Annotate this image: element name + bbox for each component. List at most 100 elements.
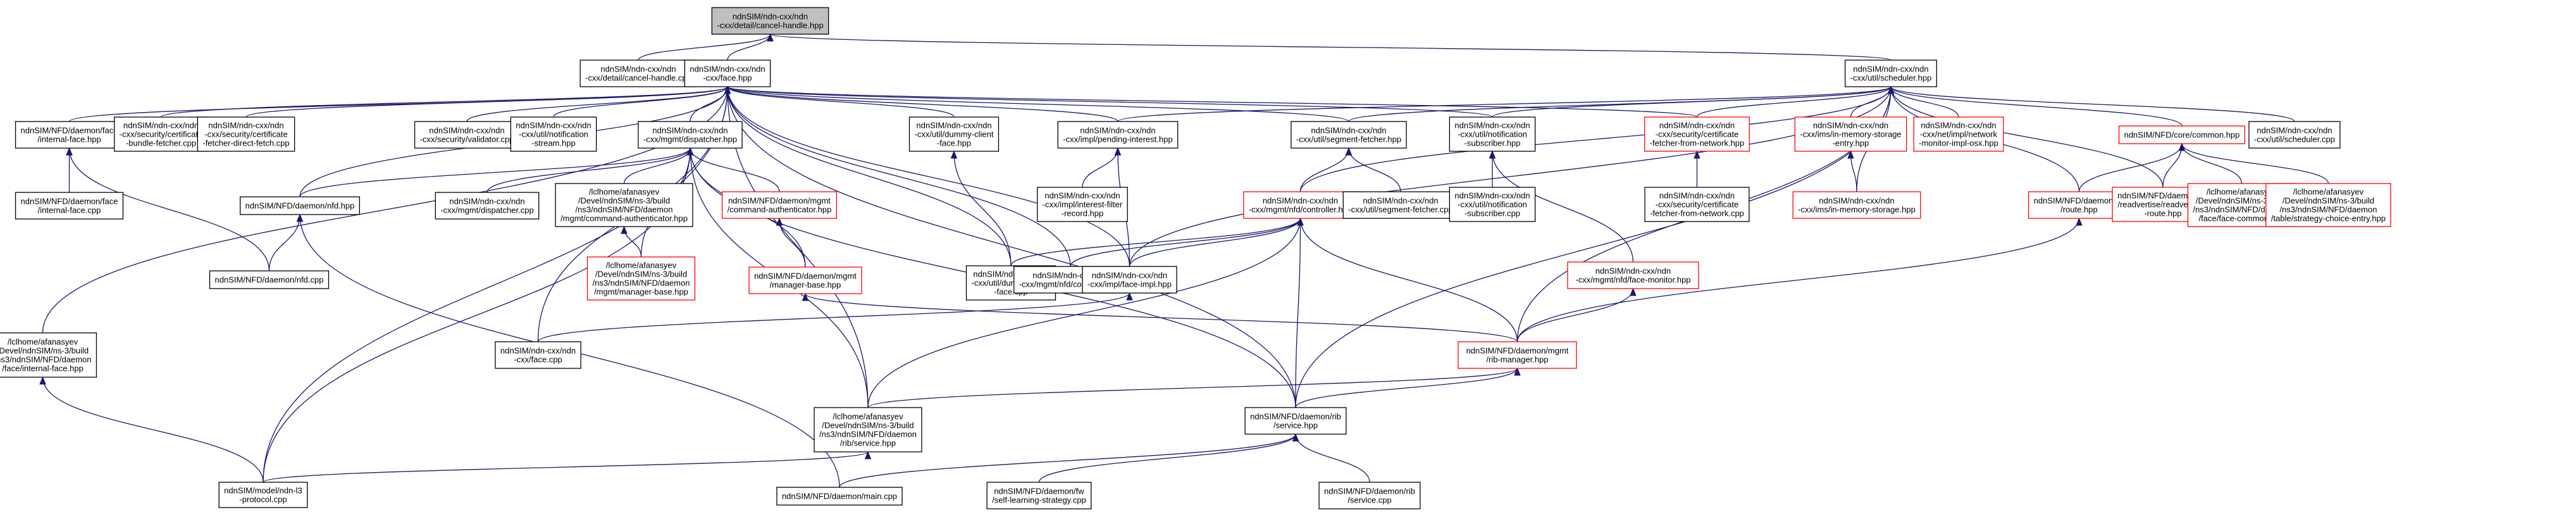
- edge-line: [42, 377, 264, 483]
- node-box: [814, 407, 922, 453]
- graph-node[interactable]: ndnSIM/ndn-cxx/ndn-cxx/mgmt/dispatcher.c…: [435, 192, 540, 220]
- graph-node[interactable]: ndnSIM/ndn-cxx/ndn-cxx/mgmt/nfd/face-mon…: [1567, 261, 1699, 289]
- graph-node[interactable]: ndnSIM/ndn-cxx/ndn-cxx/util/segment-fetc…: [1342, 191, 1459, 219]
- graph-node[interactable]: ndnSIM/ndn-cxx/ndn-cxx/impl/face-impl.hp…: [1082, 266, 1177, 294]
- node-label-line: ndnSIM/ndn-cxx/ndn: [916, 121, 991, 130]
- graph-node[interactable]: ndnSIM/ndn-cxx/ndn-cxx/impl/interest-fil…: [1037, 187, 1128, 222]
- edge-line: [769, 34, 1892, 61]
- graph-node[interactable]: ndnSIM/ndn-cxx/ndn-cxx/detail/cancel-han…: [579, 59, 697, 87]
- node-label-line: -cxx/security/certificate: [120, 130, 202, 139]
- edge-line: [553, 86, 728, 118]
- graph-node[interactable]: ndnSIM/model/ndn-l3-protocol.cpp: [218, 482, 308, 508]
- graph-node[interactable]: ndnSIM/NFD/daemon/face/internal-face.hpp: [15, 121, 124, 149]
- graph-node[interactable]: ndnSIM/ndn-cxx/ndn-cxx/security/certific…: [1644, 116, 1750, 152]
- graph-node[interactable]: ndnSIM/ndn-cxx/ndn-cxx/net/impl/network-…: [1913, 116, 2004, 152]
- edge-line: [727, 86, 869, 408]
- dependency-edge: [724, 85, 1118, 122]
- dependency-edge: [553, 85, 731, 118]
- graph-node[interactable]: ndnSIM/NFD/daemon/rib/service.hpp: [1244, 407, 1347, 435]
- graph-node[interactable]: ndnSIM/NFD/daemon/rib/readvertise/readve…: [2112, 187, 2214, 222]
- edge-line: [727, 86, 1012, 266]
- node-box: [0, 332, 97, 378]
- graph-node[interactable]: ndnSIM/NFD/daemon/nfd.cpp: [209, 270, 330, 289]
- node-label-line: ndnSIM/NFD/daemon/mgmt: [754, 272, 857, 281]
- graph-node[interactable]: ndnSIM/ndn-cxx/ndn-cxx/security/certific…: [197, 116, 295, 152]
- arrowhead-icon: [767, 33, 774, 42]
- graph-node[interactable]: ndnSIM/ndn-cxx/ndn-cxx/face.cpp: [495, 341, 581, 369]
- node-label-line: -cxx/mgmt/nfd/controller.hpp: [1249, 205, 1352, 215]
- node-label-line: /face/face-common.hpp: [2199, 214, 2285, 223]
- node-label-line: -cxx/ims/in-memory-storage: [1800, 130, 1901, 139]
- node-label-line: ndnSIM/ndn-cxx/ndn: [690, 65, 765, 74]
- graph-node[interactable]: /lclhome/afanasyev/Devel/ndnSIM/ns-3/bui…: [2265, 183, 2391, 227]
- node-box: [1845, 59, 1937, 87]
- node-label-line: ndnSIM/ndn-cxx/ndn: [208, 121, 283, 130]
- edge-line: [1129, 86, 1892, 267]
- dependency-edge: [2178, 142, 2329, 184]
- graph-node[interactable]: /lclhome/afanasyev/Devel/ndnSIM/ns-3/bui…: [0, 332, 97, 378]
- node-label-line: ndnSIM/ndn-cxx/ndn: [652, 126, 728, 135]
- graph-node[interactable]: ndnSIM/ndn-cxx/ndn-cxx/util/segment-fetc…: [1291, 121, 1407, 149]
- node-label-line: -cxx/detail/cancel-handle.cpp: [585, 73, 691, 83]
- graph-node[interactable]: ndnSIM/NFD/daemon/mgmt/command-authentic…: [721, 191, 838, 219]
- edge-line: [1492, 151, 1634, 263]
- node-label-line: ndnSIM/NFD/daemon/face: [21, 197, 118, 206]
- graph-node[interactable]: ndnSIM/NFD/daemon/fw/self-learning-strat…: [986, 482, 1092, 509]
- edge-line: [1010, 218, 1301, 266]
- node-label-line: -cxx/mgmt/dispatcher.hpp: [643, 135, 737, 144]
- arrowhead-icon: [2076, 217, 2083, 226]
- graph-node[interactable]: ndnSIM/ndn-cxx/ndn-cxx/util/notification…: [1449, 116, 1536, 152]
- node-label-line: ndnSIM/ndn-cxx/ndn: [1311, 126, 1386, 135]
- graph-node[interactable]: ndnSIM/ndn-cxx/ndn-cxx/security/certific…: [114, 116, 208, 152]
- node-label-line: /ns3/ndnSIM/NFD/daemon: [576, 205, 673, 215]
- graph-node[interactable]: ndnSIM/ndn-cxx/ndn-cxx/util/dummy-client…: [908, 116, 1000, 152]
- graph-node[interactable]: /lclhome/afanasyev/Devel/ndnSIM/ns-3/bui…: [586, 256, 696, 301]
- graph-node[interactable]: ndnSIM/ndn-cxx/ndn-cxx/ims/in-memory-sto…: [1792, 191, 1921, 219]
- graph-node[interactable]: ndnSIM/NFD/core/common.hpp: [2118, 125, 2246, 144]
- node-box: [638, 121, 743, 149]
- graph-node[interactable]: ndnSIM/NFD/daemon/face/internal-face.cpp: [15, 192, 124, 220]
- dependency-edge: [466, 85, 731, 122]
- node-box: [1792, 191, 1921, 219]
- graph-node[interactable]: ndnSIM/ndn-cxx/ndn-cxx/impl/pending-inte…: [1057, 121, 1179, 149]
- graph-node[interactable]: ndnSIM/ndn-cxx/ndn-cxx/util/notification…: [1449, 187, 1536, 222]
- node-box: [748, 266, 862, 294]
- graph-node[interactable]: ndnSIM/ndn-cxx/ndn-cxx/mgmt/nfd/controll…: [1243, 191, 1358, 219]
- graph-node[interactable]: ndnSIM/ndn-cxx/ndn-cxx/util/notification…: [510, 116, 597, 152]
- dependency-edge: [1489, 150, 1634, 263]
- edge-line: [466, 86, 728, 122]
- graph-node[interactable]: ndnSIM/NFD/daemon/mgmt/rib-manager.hpp: [1458, 341, 1577, 369]
- graph-node[interactable]: ndnSIM/NFD/daemon/rib/service.cpp: [1318, 482, 1421, 509]
- graph-node[interactable]: ndnSIM/ndn-cxx/ndn-cxx/util/scheduler.hp…: [1845, 59, 1937, 87]
- edge-line: [867, 368, 1518, 408]
- graph-node[interactable]: ndnSIM/ndn-cxx/ndn-cxx/ims/in-memory-sto…: [1794, 116, 1907, 152]
- graph-node[interactable]: ndnSIM/NFD/daemon/main.cpp: [776, 487, 903, 506]
- node-box: [435, 192, 540, 220]
- edge-line: [486, 147, 691, 193]
- dependency-edge: [724, 85, 1071, 267]
- edge-line: [690, 86, 728, 122]
- node-box: [586, 256, 696, 301]
- arrowhead-icon: [66, 147, 73, 156]
- dependency-edge: [1295, 367, 1521, 408]
- node-label-line: /lclhome/afanasyev: [833, 412, 903, 421]
- graph-node[interactable]: /lclhome/afanasyev/Devel/ndnSIM/ns-3/bui…: [814, 407, 922, 453]
- node-box: [1644, 116, 1750, 152]
- graph-node[interactable]: ndnSIM/ndn-cxx/ndn-cxx/face.hpp: [684, 59, 771, 87]
- node-label-line: -cxx/util/segment-fetcher.hpp: [1296, 135, 1401, 144]
- node-box: [2118, 125, 2246, 144]
- graph-node[interactable]: /lclhome/afanasyev/Devel/ndnSIM/ns-3/bui…: [555, 183, 693, 227]
- graph-node[interactable]: ndnSIM/ndn-cxx/ndn-cxx/util/scheduler.cp…: [2248, 121, 2341, 149]
- arrowhead-icon: [686, 147, 694, 156]
- node-label-line: /mgmt/manager-base.hpp: [594, 287, 688, 297]
- graph-node[interactable]: ndnSIM/NFD/daemon/nfd.hpp: [239, 196, 361, 215]
- graph-node[interactable]: ndnSIM/ndn-cxx/ndn-cxx/security/validato…: [414, 121, 520, 149]
- edge-line: [1890, 86, 2164, 188]
- dependency-edge: [1345, 147, 1401, 192]
- node-box: [495, 341, 581, 369]
- graph-node[interactable]: ndnSIM/ndn-cxx/ndn-cxx/mgmt/dispatcher.h…: [638, 121, 743, 149]
- node-label-line: ndnSIM/ndn-cxx/ndn: [1080, 126, 1155, 135]
- graph-node[interactable]: ndnSIM/NFD/daemon/mgmt/manager-base.hpp: [748, 266, 862, 294]
- graph-node[interactable]: ndnSIM/ndn-cxx/ndn-cxx/security/certific…: [1644, 187, 1750, 222]
